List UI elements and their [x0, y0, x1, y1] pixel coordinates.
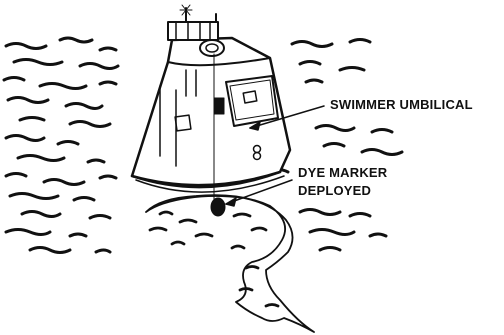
dye-marker-label: DYE MARKER: [298, 165, 387, 181]
dye-slick: [146, 195, 314, 332]
swimmer-umbilical-label: SWIMMER UMBILICAL: [330, 97, 473, 113]
command-module: [132, 5, 290, 192]
dye-deployed-label: DEPLOYED: [298, 183, 371, 199]
